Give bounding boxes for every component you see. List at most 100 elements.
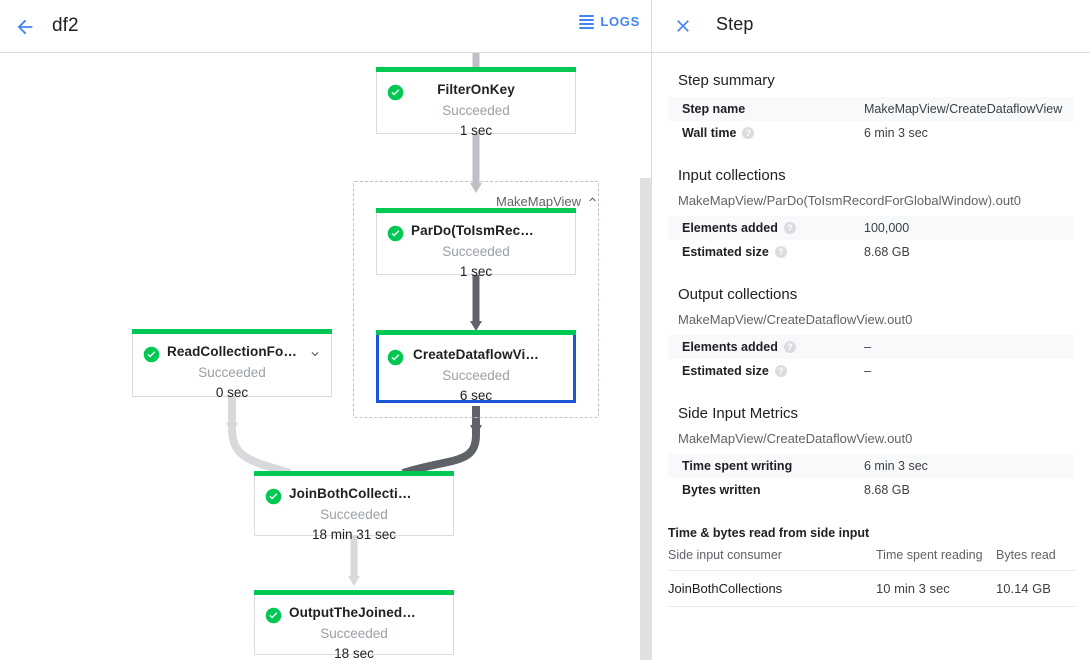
section-heading-side-input-reads: Time & bytes read from side input <box>668 526 870 540</box>
section-heading-step-summary: Step summary <box>678 72 775 89</box>
node-title: ParDo(ToIsmRecordFor… <box>411 223 575 238</box>
job-graph-pane: df2 LOGS <box>0 0 652 660</box>
table-row: Wall time? 6 min 3 sec <box>668 121 1074 145</box>
side-input-metrics-table: Time spent writing 6 min 3 sec Bytes wri… <box>668 454 1074 502</box>
column-header-bytes-read: Bytes read <box>996 544 1076 571</box>
node-status-bar <box>254 590 454 595</box>
check-circle-icon <box>143 346 160 363</box>
logs-button[interactable]: LOGS <box>579 14 640 29</box>
side-input-collection-name: MakeMapView/CreateDataflowView.out0 <box>678 431 913 446</box>
graph-node-read-collection-for-join[interactable]: ReadCollectionForJoin Succeeded 0 sec <box>132 329 332 400</box>
row-value: – <box>864 340 871 354</box>
row-value: 8.68 GB <box>864 245 910 259</box>
row-value: 8.68 GB <box>864 483 910 497</box>
row-key: Elements added <box>682 340 778 354</box>
pane-divider <box>651 0 652 660</box>
close-icon[interactable] <box>668 11 698 41</box>
output-collection-name: MakeMapView/CreateDataflowView.out0 <box>678 312 913 327</box>
node-title: FilterOnKey <box>437 82 515 97</box>
node-title: OutputTheJoinedCollec… <box>289 605 453 620</box>
node-duration: 1 sec <box>459 123 493 138</box>
step-panel-title: Step <box>716 14 754 34</box>
node-title: JoinBothCollections <box>289 486 423 501</box>
cell-consumer: JoinBothCollections <box>668 570 876 607</box>
table-row: Estimated size? 8.68 GB <box>668 240 1074 264</box>
row-value: 6 min 3 sec <box>864 459 928 473</box>
node-status: Succeeded <box>198 365 266 380</box>
page-title: df2 <box>52 15 79 36</box>
table-row: JoinBothCollections 10 min 3 sec 10.14 G… <box>668 570 1076 607</box>
check-circle-icon <box>265 607 282 624</box>
section-heading-side-input-metrics: Side Input Metrics <box>678 405 799 422</box>
section-heading-input-collections: Input collections <box>678 167 786 184</box>
node-duration: 1 sec <box>459 264 493 279</box>
check-circle-icon <box>265 488 282 505</box>
help-icon[interactable]: ? <box>783 341 796 353</box>
step-details-body[interactable]: Step summary Step name MakeMapView/Creat… <box>652 53 1090 660</box>
node-status-bar <box>376 67 576 72</box>
column-header-consumer: Side input consumer <box>668 544 876 571</box>
row-key: Bytes written <box>682 483 761 497</box>
row-key: Estimated size <box>682 245 769 259</box>
help-icon[interactable]: ? <box>742 127 755 139</box>
graph-node-create-dataflow-view[interactable]: CreateDataflowView Succeeded 6 sec <box>376 330 576 403</box>
table-row: Elements added? – <box>668 335 1074 359</box>
node-status-bar <box>132 329 332 334</box>
chevron-down-icon[interactable] <box>308 347 322 366</box>
side-input-reads-table: Side input consumer Time spent reading B… <box>668 544 1076 607</box>
step-details-pane: Step Step summary Step name MakeMapView/… <box>652 0 1090 660</box>
node-status: Succeeded <box>320 507 388 522</box>
group-box-makemapview[interactable] <box>353 181 599 418</box>
row-key: Step name <box>682 102 746 116</box>
node-title: CreateDataflowView <box>413 347 544 362</box>
node-duration: 6 sec <box>459 388 493 403</box>
graph-node-filter-on-key[interactable]: FilterOnKey Succeeded 1 sec <box>376 67 576 138</box>
node-duration: 0 sec <box>215 385 249 400</box>
row-value: MakeMapView/CreateDataflowView <box>864 102 1063 116</box>
table-row: Time spent writing 6 min 3 sec <box>668 454 1074 478</box>
node-status: Succeeded <box>442 103 510 118</box>
check-circle-icon <box>387 225 404 242</box>
table-row: Elements added? 100,000 <box>668 216 1074 240</box>
group-label-makemapview[interactable]: MakeMapView <box>496 193 599 209</box>
row-value: – <box>864 364 871 378</box>
table-row: Estimated size? – <box>668 359 1074 383</box>
row-key: Time spent writing <box>682 459 793 473</box>
input-collections-table: Elements added? 100,000 Estimated size? … <box>668 216 1074 264</box>
node-title: ReadCollectionForJoin <box>167 344 317 359</box>
help-icon[interactable]: ? <box>774 246 787 258</box>
node-status-bar <box>254 471 454 476</box>
output-collections-table: Elements added? – Estimated size? – <box>668 335 1074 383</box>
group-label-text: MakeMapView <box>496 193 582 209</box>
help-icon[interactable]: ? <box>783 222 796 234</box>
node-status-bar <box>376 208 576 213</box>
arrow-left-icon[interactable] <box>8 10 42 44</box>
step-panel-header: Step <box>652 0 1090 53</box>
help-icon[interactable]: ? <box>774 365 787 377</box>
cell-time-reading: 10 min 3 sec <box>876 570 996 607</box>
node-status-bar <box>376 330 576 335</box>
job-topbar: df2 LOGS <box>0 0 652 53</box>
graph-node-join-both-collections[interactable]: JoinBothCollections Succeeded 18 min 31 … <box>254 471 454 542</box>
row-key: Estimated size <box>682 364 769 378</box>
table-header-row: Side input consumer Time spent reading B… <box>668 544 1076 571</box>
chevron-up-icon[interactable] <box>586 193 599 209</box>
table-row: Step name MakeMapView/CreateDataflowView <box>668 97 1074 121</box>
row-value: 100,000 <box>864 221 910 235</box>
section-heading-output-collections: Output collections <box>678 286 798 303</box>
graph-scrollbar-thumb[interactable] <box>640 178 651 660</box>
logs-lines-icon <box>579 14 595 29</box>
job-graph-canvas[interactable]: MakeMapView FilterOnKey Succeeded 1 sec <box>0 53 652 660</box>
node-status: Succeeded <box>442 244 510 259</box>
node-duration: 18 sec <box>334 646 374 660</box>
logs-button-label: LOGS <box>600 14 640 29</box>
graph-node-output-the-joined-collection[interactable]: OutputTheJoinedCollec… Succeeded 18 sec <box>254 590 454 660</box>
table-row: Bytes written 8.68 GB <box>668 478 1074 502</box>
node-status: Succeeded <box>442 368 510 383</box>
column-header-time-reading: Time spent reading <box>876 544 996 571</box>
row-key: Wall time <box>682 126 737 140</box>
graph-node-pardo-toismrecord[interactable]: ParDo(ToIsmRecordFor… Succeeded 1 sec <box>376 208 576 279</box>
step-summary-table: Step name MakeMapView/CreateDataflowView… <box>668 97 1074 145</box>
node-status: Succeeded <box>320 626 388 641</box>
